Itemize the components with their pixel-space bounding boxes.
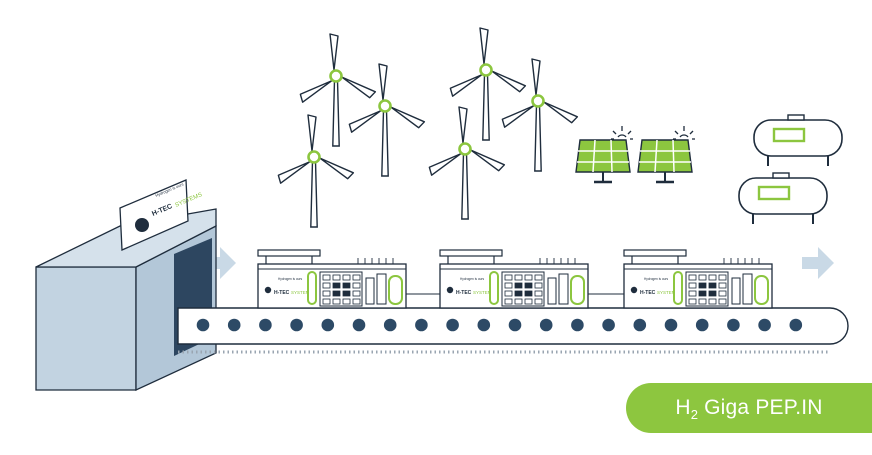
module-tagline: Hydrogen is ours [278, 277, 303, 281]
module-brand-sub: SYSTEMS [473, 290, 495, 295]
sun-icon [672, 125, 696, 140]
conveyor-roller [477, 318, 491, 332]
conveyor-roller [664, 318, 678, 332]
conveyor-rollers [196, 318, 803, 332]
conveyor-roller [415, 318, 428, 332]
conveyor-roller [539, 318, 553, 332]
conveyor-roller [789, 318, 803, 332]
conveyor-roller [758, 318, 771, 332]
conveyor-roller [383, 318, 397, 332]
conveyor-roller [446, 318, 459, 332]
module-brand: H-TEC [274, 290, 290, 296]
conveyor-roller [602, 318, 615, 332]
conveyor-roller [633, 318, 647, 332]
solar-array [574, 125, 696, 184]
conveyor-roller [227, 318, 241, 332]
solar-panel-icon [636, 138, 694, 184]
module-brand-sub: SYSTEMS [291, 290, 313, 295]
module-tagline: Hydrogen is ours [644, 277, 669, 281]
wind-turbine-icon [275, 113, 355, 229]
module-brand: H-TEC [640, 290, 656, 296]
module-brand: H-TEC [456, 290, 472, 296]
conveyor-roller [695, 318, 709, 332]
badge-subscript: 2 [690, 407, 699, 422]
badge-title: Giga PEP.IN [704, 396, 823, 419]
wind-farm [275, 26, 579, 229]
conveyor-roller [508, 318, 522, 332]
badge-h: H [675, 396, 691, 419]
arrow-right-icon [802, 247, 834, 279]
conveyor-roller [196, 318, 210, 332]
conveyor-roller [321, 318, 335, 332]
conveyor-roller [259, 318, 272, 332]
wind-turbine-icon [426, 105, 506, 221]
module-brand-sub: SYSTEMS [657, 290, 679, 295]
hydrogen-tank-icon [752, 113, 844, 168]
wind-turbine-icon [499, 57, 579, 173]
module-tagline: Hydrogen is ours [460, 277, 485, 281]
hydrogen-tank-icon [737, 171, 829, 226]
hydrogen-drop-logo [446, 286, 454, 294]
conveyor-roller [290, 318, 303, 332]
conveyor-belt [177, 307, 849, 354]
hydrogen-drop-logo [135, 218, 149, 232]
solar-panel-icon [574, 138, 632, 184]
hydrogen-storage [737, 113, 844, 226]
sun-icon [610, 125, 634, 140]
conveyor-roller [571, 318, 584, 332]
hydrogen-drop-logo [630, 286, 638, 294]
hydrogen-drop-logo [264, 286, 272, 294]
conveyor-roller [727, 318, 740, 332]
wind-turbine-icon [346, 62, 426, 178]
conveyor-roller [352, 318, 366, 332]
